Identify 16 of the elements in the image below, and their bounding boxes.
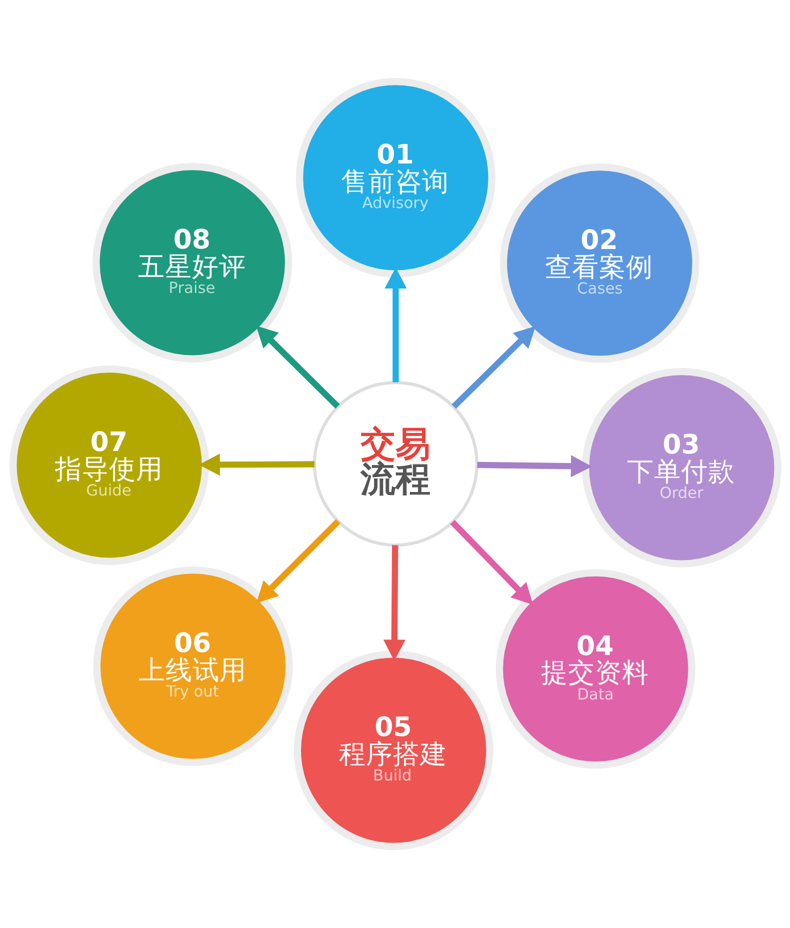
arrow — [384, 267, 406, 382]
node-circle: 07 指导使用 Guide — [9, 365, 209, 565]
node-circle: 02 查看案例 Cases — [499, 163, 699, 363]
node-circle: 交易 流程 — [312, 381, 478, 547]
node-circle: 03 下单付款 Order — [581, 368, 781, 568]
arrow — [451, 326, 536, 409]
arrow — [476, 455, 592, 478]
arrow — [256, 326, 340, 409]
node-circle: 04 提交资料 Data — [495, 569, 695, 769]
node-circle: 06 上线试用 Try out — [92, 566, 292, 766]
node-circle: 01 售前咨询 Advisory — [295, 78, 495, 278]
arrow — [450, 520, 533, 605]
node-circle: 08 五星好评 Praise — [92, 162, 292, 362]
arrow — [256, 519, 340, 603]
node-circle: 05 程序搭建 Build — [293, 650, 493, 850]
arrow — [382, 545, 405, 661]
